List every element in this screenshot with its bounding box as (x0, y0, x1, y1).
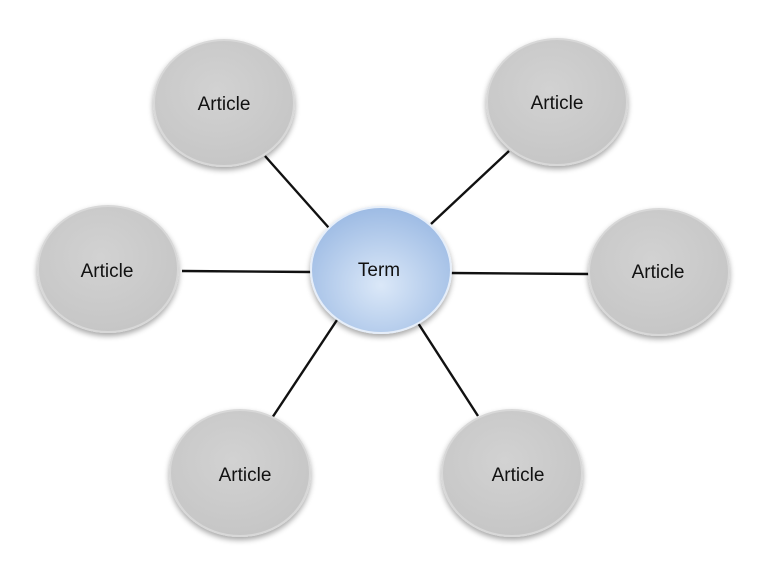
satellite-node-bottom-left: Article (169, 409, 311, 537)
satellite-shape (441, 409, 583, 537)
connector-right (449, 271, 591, 276)
satellite-node-right: Article (588, 208, 730, 336)
satellite-label: Article (198, 94, 251, 115)
connector-top-left (264, 155, 330, 229)
satellite-node-bottom-right: Article (441, 409, 583, 537)
connector-left (181, 269, 313, 274)
satellite-shape (486, 38, 628, 166)
satellite-label: Article (219, 465, 272, 486)
satellite-label: Article (632, 262, 685, 283)
satellite-shape (588, 208, 730, 336)
center-shape (310, 206, 452, 334)
satellite-node-top-right: Article (486, 38, 628, 166)
satellite-node-top-left: Article (153, 39, 295, 167)
satellite-label: Article (492, 465, 545, 486)
satellite-shape (37, 205, 179, 333)
satellite-node-left: Article (37, 205, 179, 333)
connector-top-right (430, 150, 510, 225)
connector-bottom-right (416, 322, 480, 417)
satellite-shape (153, 39, 295, 167)
satellite-label: Article (531, 93, 584, 114)
connector-bottom-left (270, 319, 339, 419)
center-label: Term (358, 260, 400, 281)
center-node: Term (310, 206, 452, 334)
connectors (181, 150, 591, 419)
satellite-shape (169, 409, 311, 537)
satellite-label: Article (81, 261, 134, 282)
